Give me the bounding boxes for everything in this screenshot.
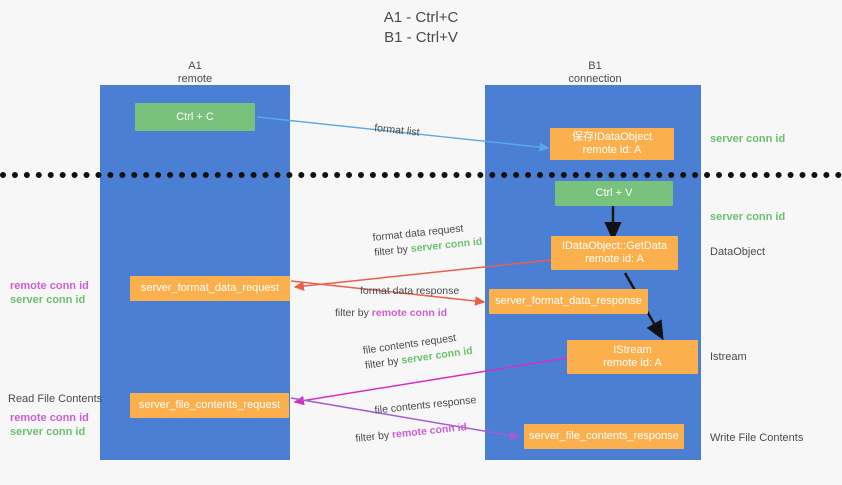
page-title: A1 - Ctrl+C B1 - Ctrl+V: [0, 8, 842, 48]
node-ctrl-v[interactable]: Ctrl + V: [555, 181, 673, 206]
right-label-data-object: DataObject: [710, 246, 766, 258]
node-getdata-line2: remote id: A: [585, 253, 644, 265]
node-save-idataobject-line1: 保存IDataObject: [571, 131, 653, 143]
annotation-format-list: format list: [373, 121, 421, 141]
annotation-file-contents-response-highlight: remote conn id: [391, 421, 468, 441]
node-server-file-contents-request[interactable]: server_file_contents_request: [130, 393, 289, 418]
node-istream-line1: IStream: [613, 344, 652, 356]
annotation-format-data-response: format data response filter by remote co…: [335, 284, 459, 321]
lane-a1-subtitle: remote: [177, 73, 213, 85]
left-label-pair-2-server: server conn id: [10, 426, 86, 438]
lane-b1-subtitle: connection: [568, 73, 622, 85]
right-label-server-conn-id-1: server conn id: [710, 133, 786, 145]
annotation-file-contents-request: file contents request filter by server c…: [362, 329, 474, 374]
node-server-format-data-request-label: server_format_data_request: [140, 282, 280, 294]
node-istream-line2: remote id: A: [603, 357, 662, 369]
title-line-1: A1 - Ctrl+C: [383, 9, 459, 26]
lane-b1-name: B1: [588, 60, 602, 72]
right-label-server-conn-id-2: server conn id: [710, 211, 786, 223]
node-ctrl-c-label: Ctrl + C: [176, 110, 214, 123]
annotation-file-contents-response: file contents response filter by remote …: [352, 393, 480, 447]
node-getdata[interactable]: IDataObject::GetData remote id: A: [551, 236, 678, 270]
annotation-file-contents-response-prefix: filter by: [354, 429, 393, 445]
lane-a1-name: A1: [188, 60, 202, 72]
node-istream[interactable]: IStream remote id: A: [567, 340, 698, 374]
node-server-file-contents-request-label: server_file_contents_request: [138, 399, 281, 411]
annotation-format-data-response-highlight: remote conn id: [371, 307, 448, 319]
node-ctrl-c[interactable]: Ctrl + C: [135, 103, 255, 131]
left-label-read-file-contents: Read File Contents: [8, 393, 103, 405]
annotation-format-data-response-line1: format data response: [360, 285, 460, 297]
right-label-write-file-contents: Write File Contents: [710, 432, 804, 444]
annotation-format-data-request-prefix: filter by: [373, 243, 412, 259]
annotation-file-contents-request-prefix: filter by: [364, 354, 403, 372]
left-label-pair-2-remote: remote conn id: [10, 412, 89, 424]
left-label-pair-2: remote conn id server conn id: [10, 411, 89, 439]
node-server-format-data-request[interactable]: server_format_data_request: [130, 276, 290, 301]
title-line-2: B1 - Ctrl+V: [384, 29, 458, 46]
node-save-idataobject[interactable]: 保存IDataObject remote id: A: [550, 128, 674, 160]
node-server-file-contents-response-label: server_file_contents_response: [529, 430, 679, 442]
annotation-format-data-request: format data request filter by server con…: [372, 220, 483, 261]
annotation-format-list-text: format list: [373, 121, 421, 139]
lane-header-a1: A1 remote: [125, 60, 265, 86]
left-label-pair-1: remote conn id server conn id: [10, 279, 89, 307]
node-getdata-line1: IDataObject::GetData: [561, 240, 668, 252]
lane-header-b1: B1 connection: [525, 60, 665, 86]
node-save-idataobject-line2: remote id: A: [582, 144, 642, 156]
annotation-format-data-response-prefix: filter by: [335, 307, 372, 319]
left-label-pair-1-server: server conn id: [10, 294, 86, 306]
right-label-istream: Istream: [710, 351, 747, 363]
phase-divider: [0, 172, 842, 178]
node-server-format-data-response-label: server_format_data_response: [495, 295, 642, 307]
node-server-format-data-response[interactable]: server_format_data_response: [489, 289, 648, 314]
left-label-pair-1-remote: remote conn id: [10, 280, 89, 292]
node-server-file-contents-response[interactable]: server_file_contents_response: [524, 424, 684, 449]
node-ctrl-v-label: Ctrl + V: [595, 187, 633, 199]
annotation-format-data-response-line2: filter by remote conn id: [335, 299, 459, 321]
